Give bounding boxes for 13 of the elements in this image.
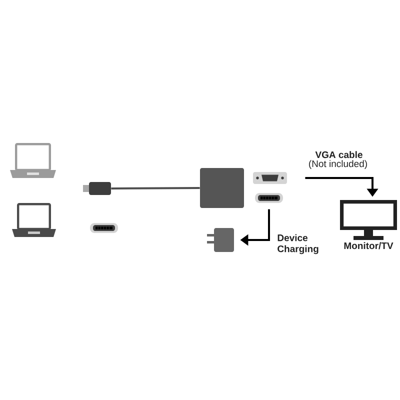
device-label: Monitor/TV [344, 242, 394, 250]
charger-icon [207, 228, 234, 252]
adapter-box [200, 168, 244, 208]
edge-label: Device Charging [276, 233, 328, 256]
laptop-icon [10, 143, 56, 178]
usb-c-port-icon [90, 223, 118, 233]
cable [111, 187, 200, 190]
usb-plug-icon [83, 182, 111, 195]
laptop-icon [12, 203, 56, 237]
usb-c-port-icon [255, 193, 283, 203]
note: (Not included) [307, 159, 369, 170]
vga-port-icon [253, 172, 287, 184]
edge-label: VGA cable [314, 150, 364, 160]
